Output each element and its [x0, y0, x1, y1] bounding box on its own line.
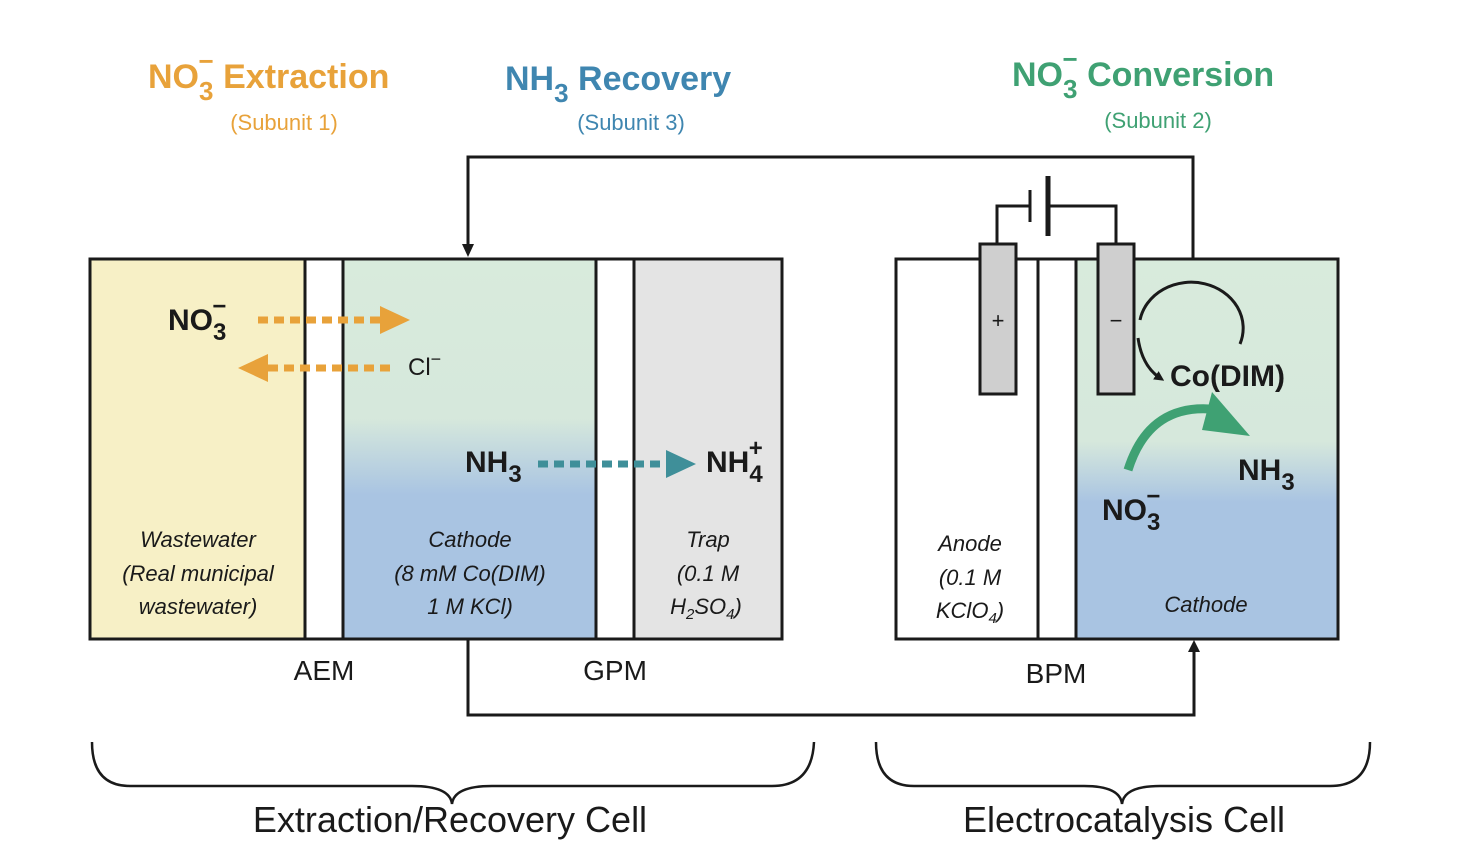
- svg-text:H2SO4): H2SO4): [670, 594, 742, 623]
- svg-text:Anode: Anode: [936, 531, 1002, 556]
- conversion-arrow-curve: [1123, 404, 1221, 472]
- anode-label: Anode (0.1 M KClO4): [936, 531, 1004, 627]
- catalyst-cycle-arc: [1138, 280, 1245, 345]
- bpm-membrane: [1038, 259, 1076, 639]
- trap-label: Trap (0.1 M H2SO4): [670, 527, 742, 623]
- header-extraction: NO3− Extraction (Subunit 1): [148, 46, 389, 135]
- species-cl: Cl−: [408, 349, 441, 381]
- trap-chamber: [634, 259, 782, 639]
- svg-text:Cathode: Cathode: [428, 527, 511, 552]
- header-extraction-subtitle: (Subunit 1): [230, 110, 338, 135]
- svg-text:Trap: Trap: [686, 527, 730, 552]
- circuit-wires: [462, 155, 1200, 717]
- species-nh3-right: NH3: [1238, 454, 1295, 496]
- svg-text:(0.1 M: (0.1 M: [677, 561, 740, 586]
- svg-text:Wastewater: Wastewater: [140, 527, 257, 552]
- header-conversion: NO3− Conversion (Subunit 2): [1012, 44, 1274, 133]
- bottom-flow-arrowhead: [1188, 640, 1200, 652]
- right-cell-title: Electrocatalysis Cell: [963, 799, 1285, 840]
- species-nh3-left: NH3: [465, 446, 522, 488]
- svg-text:(Real municipal: (Real municipal: [122, 561, 275, 586]
- power-source: [995, 176, 1118, 244]
- header-recovery-title: NH3 Recovery: [505, 60, 731, 108]
- bpm-label: BPM: [1026, 658, 1087, 689]
- svg-text:1 M KCl): 1 M KCl): [427, 594, 513, 619]
- gpm-label: GPM: [583, 655, 647, 686]
- anode-plus-sign: +: [992, 308, 1005, 333]
- gpm-membrane: [596, 259, 634, 639]
- cathode-minus-sign: −: [1110, 308, 1123, 333]
- species-no3-right: NO3−: [1102, 483, 1160, 536]
- svg-text:wastewater): wastewater): [139, 594, 258, 619]
- bottom-flow-line: [466, 640, 1196, 717]
- left-cell-brace: [90, 741, 816, 805]
- header-conversion-subtitle: (Subunit 2): [1104, 108, 1212, 133]
- top-flow-arrowhead: [462, 244, 474, 257]
- cathode-label-left: Cathode (8 mM Co(DIM) 1 M KCl): [394, 527, 546, 619]
- svg-text:KClO4): KClO4): [936, 598, 1004, 627]
- catalyst-label: Co(DIM): [1170, 360, 1285, 393]
- anode-electrode: [978, 242, 1018, 396]
- no3-arrowhead: [380, 306, 410, 334]
- left-cell-title: Extraction/Recovery Cell: [253, 799, 647, 840]
- aem-membrane: [305, 259, 343, 639]
- aem-label: AEM: [294, 655, 355, 686]
- header-conversion-title: NO3− Conversion: [1012, 44, 1274, 104]
- right-cell-brace: [874, 741, 1372, 805]
- catalyst-cycle-arrow: [1136, 337, 1165, 381]
- species-nh4: NH4+: [706, 435, 763, 488]
- svg-text:(0.1 M: (0.1 M: [939, 565, 1002, 590]
- electrocatalysis-cell: + − Co(DIM) NH3 NO3− Anode (0.1 M KClO4)…: [894, 176, 1340, 689]
- cathode-label-right: Cathode: [1164, 592, 1247, 617]
- header-recovery: NH3 Recovery (Subunit 3): [505, 60, 731, 135]
- wastewater-chamber: [90, 259, 305, 639]
- svg-text:(8 mM Co(DIM): (8 mM Co(DIM): [394, 561, 546, 586]
- cathode-electrode: [1096, 242, 1136, 396]
- conversion-arrowhead: [1202, 392, 1250, 436]
- extraction-recovery-cell: NO3− Cl− NH3 NH4+ Wastewater (Real munic…: [88, 257, 784, 686]
- cl-arrowhead: [238, 354, 268, 382]
- header-recovery-subtitle: (Subunit 3): [577, 110, 685, 135]
- species-no3-left: NO3−: [168, 293, 226, 346]
- header-extraction-title: NO3− Extraction: [148, 46, 389, 106]
- wastewater-label: Wastewater (Real municipal wastewater): [122, 527, 275, 619]
- nh3-arrowhead: [666, 450, 696, 478]
- top-flow-line: [466, 155, 1195, 258]
